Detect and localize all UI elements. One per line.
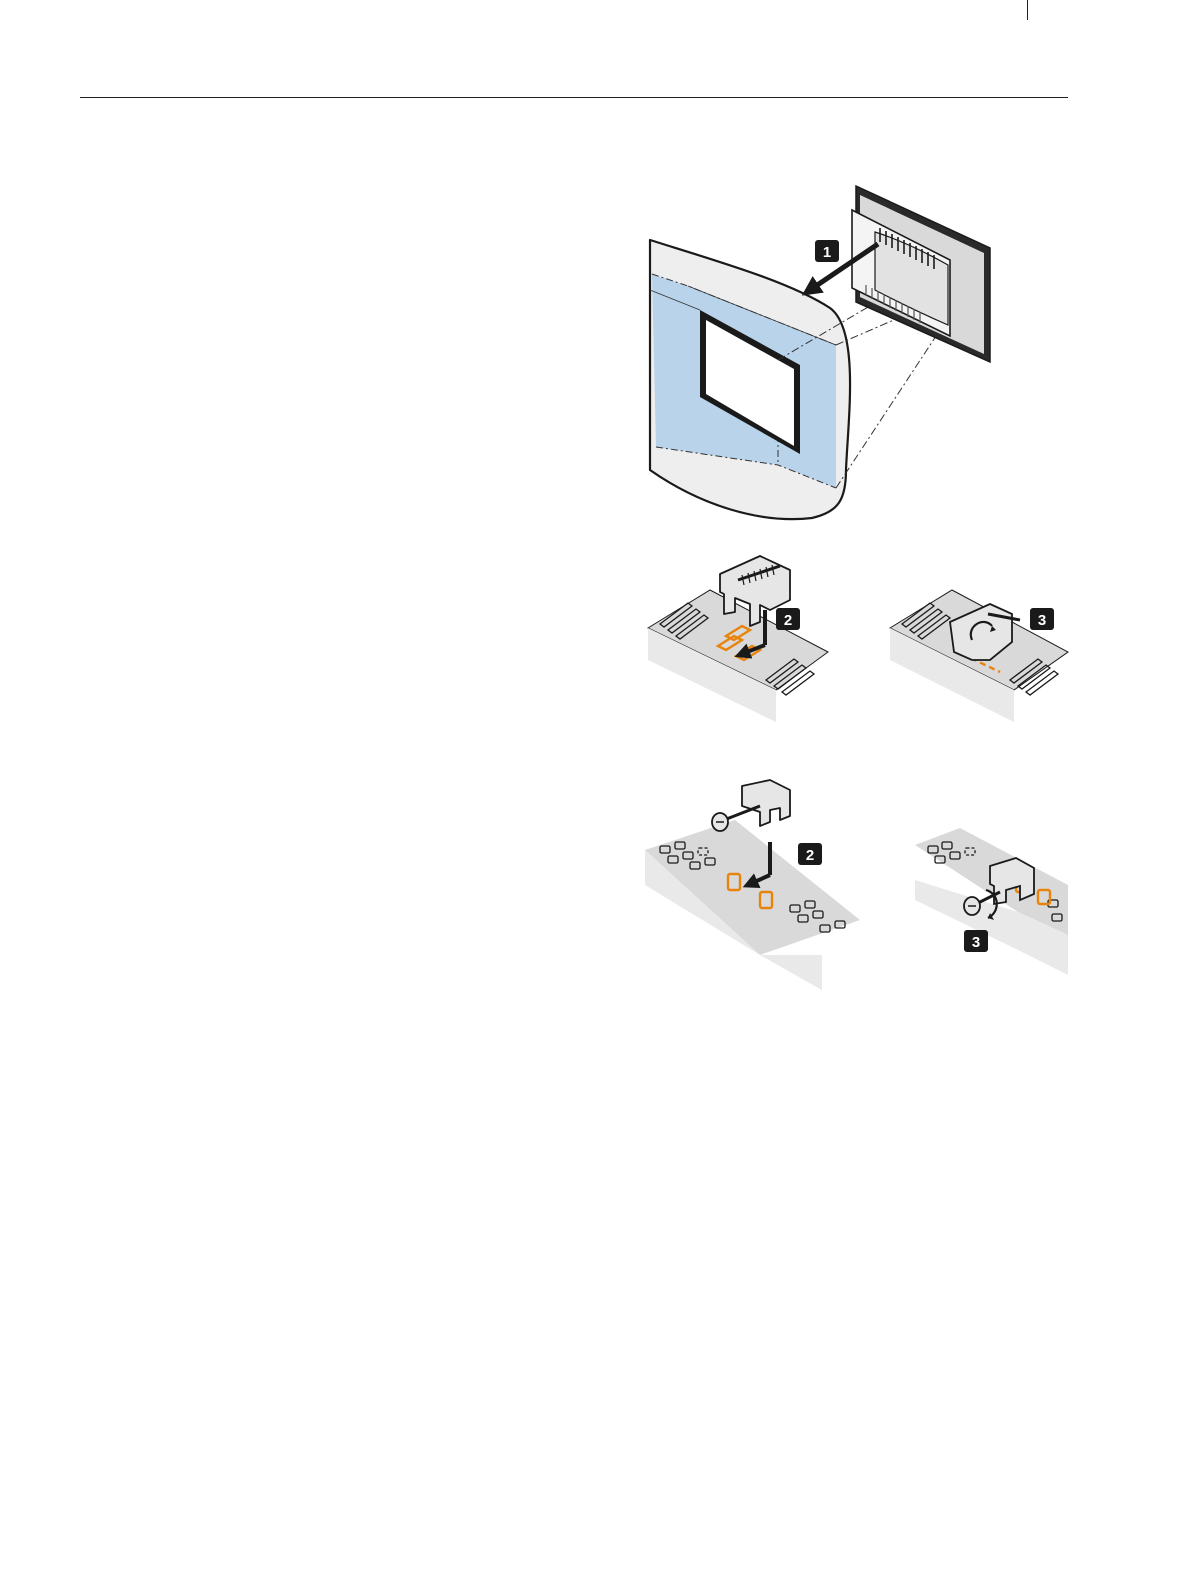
panel-edge-rail-b-left — [645, 820, 860, 990]
step-badge-3b: 3 — [964, 930, 988, 952]
step-badge-1: 1 — [815, 240, 839, 262]
step-badge-3a: 3 — [1030, 608, 1054, 630]
panel-edge-rail-b-right — [915, 828, 1068, 975]
svg-text:3: 3 — [972, 934, 980, 951]
screw-clip — [712, 780, 790, 831]
panel-edge-rail-a-left — [648, 590, 828, 722]
svg-text:2: 2 — [784, 612, 792, 629]
step-badge-2a: 2 — [776, 608, 800, 630]
svg-text:3: 3 — [1038, 612, 1046, 629]
svg-text:2: 2 — [806, 847, 814, 864]
step-badge-2b: 2 — [798, 843, 822, 865]
svg-text:1: 1 — [823, 244, 831, 261]
hmi-panel-device — [852, 186, 990, 362]
